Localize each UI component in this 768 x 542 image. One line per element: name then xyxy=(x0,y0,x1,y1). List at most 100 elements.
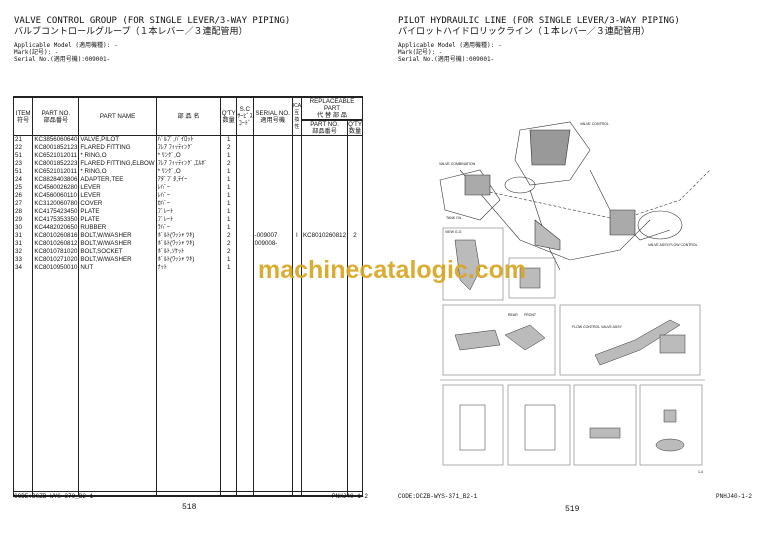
part-name-cell: BOLT,W/WASHER xyxy=(78,240,157,248)
serial-cell xyxy=(252,144,293,152)
repl-qty-cell xyxy=(347,224,363,232)
serial-cell xyxy=(252,135,293,144)
left-code: CODE:DCZB-WYS-370_B2-1 xyxy=(14,493,94,500)
item-cell: 25 xyxy=(12,184,34,192)
item-cell: 31 xyxy=(12,232,34,240)
item-cell: 23 xyxy=(12,160,34,168)
part-name-cell: * RING,O xyxy=(78,168,157,176)
item-cell: 24 xyxy=(12,176,34,184)
repl-qty-cell xyxy=(347,200,363,208)
repl-qty-cell xyxy=(347,144,363,152)
repl-qty-cell xyxy=(347,160,363,168)
repl-qty-cell xyxy=(347,168,363,176)
table-filler xyxy=(12,272,363,496)
qty-cell: 1 xyxy=(220,168,238,176)
header-part-no: PART NO.部品番号 xyxy=(32,96,80,136)
name-jp-cell: * ﾘﾝｸﾞ,O xyxy=(155,152,222,160)
right-mark: Mark(記号): - xyxy=(398,49,443,56)
repl-part-cell xyxy=(301,176,349,184)
sc-cell xyxy=(236,135,254,144)
part-name-cell: FLARED FITTING xyxy=(78,144,157,152)
serial-cell: -009007 xyxy=(252,232,293,240)
empty-cell xyxy=(301,272,349,496)
part-name-cell: NUT xyxy=(78,264,157,272)
empty-cell xyxy=(291,272,303,496)
left-mark: Mark(記号): - xyxy=(14,49,59,56)
item-cell: 27 xyxy=(12,200,34,208)
ica-cell xyxy=(291,216,303,224)
part-name-cell: LEVER xyxy=(78,184,157,192)
left-title-en: VALVE CONTROL GROUP (FOR SINGLE LEVER/3-… xyxy=(14,16,291,26)
name-jp-cell: ﾅｯﾄ xyxy=(155,264,222,272)
ica-cell: I xyxy=(291,232,303,240)
part-no-cell: KC3120060780 xyxy=(32,200,80,208)
item-cell: 26 xyxy=(12,192,34,200)
part-name-cell: BOLT,W/WASHER xyxy=(78,232,157,240)
serial-cell xyxy=(252,224,293,232)
label-view-g: VIEW G-G xyxy=(445,230,462,234)
ica-cell xyxy=(291,176,303,184)
part-no-cell: KC4175423450 xyxy=(32,208,80,216)
repl-qty-cell: 2 xyxy=(347,232,363,240)
qty-cell: 1 xyxy=(220,216,238,224)
right-serial: Serial No.(適用号機):009001- xyxy=(398,56,495,63)
item-cell: 33 xyxy=(12,256,34,264)
part-no-cell: KC4560060110 xyxy=(32,192,80,200)
empty-cell xyxy=(78,272,157,496)
qty-cell: 1 xyxy=(220,256,238,264)
hydraulic-diagram: VALVE CONTROL VALVE COMBINATION TANK OIL… xyxy=(420,110,720,480)
ica-cell xyxy=(291,168,303,176)
serial-cell xyxy=(252,184,293,192)
repl-part-cell xyxy=(301,168,349,176)
right-doc-ref: PNHJ40-1-2 xyxy=(716,493,753,500)
repl-qty-cell xyxy=(347,216,363,224)
serial-cell xyxy=(252,192,293,200)
name-jp-cell: * ﾘﾝｸﾞ,O xyxy=(155,168,222,176)
part-no-cell: KC8001852123 xyxy=(32,144,80,152)
serial-cell xyxy=(252,248,293,256)
watermark: machinecatalogic.com xyxy=(258,256,527,284)
label-figure-number: 1-4 xyxy=(698,470,704,474)
header-repl-part: PART NO.部品番号 xyxy=(301,119,349,136)
item-cell: 28 xyxy=(12,208,34,216)
serial-cell xyxy=(252,208,293,216)
part-name-cell: PLATE xyxy=(78,216,157,224)
repl-part-cell xyxy=(301,184,349,192)
ica-cell xyxy=(291,264,303,272)
sc-cell xyxy=(236,224,254,232)
repl-qty-cell xyxy=(347,135,363,144)
part-no-cell: KC4560026280 xyxy=(32,184,80,192)
repl-part-cell xyxy=(301,248,349,256)
qty-cell: 1 xyxy=(220,184,238,192)
ica-cell xyxy=(291,135,303,144)
right-title-en: PILOT HYDRAULIC LINE (FOR SINGLE LEVER/3… xyxy=(398,16,680,26)
repl-part-cell xyxy=(301,200,349,208)
item-cell: 34 xyxy=(12,264,34,272)
serial-cell xyxy=(252,160,293,168)
sc-cell xyxy=(236,248,254,256)
sc-cell xyxy=(236,176,254,184)
empty-cell xyxy=(347,272,363,496)
repl-part-cell xyxy=(301,224,349,232)
repl-qty-cell xyxy=(347,192,363,200)
label-flow-valve: FLOW CONTROL VALVE ASSY xyxy=(572,325,622,329)
repl-part-cell xyxy=(301,240,349,248)
sc-cell xyxy=(236,256,254,264)
ica-cell xyxy=(291,144,303,152)
part-name-cell: LEVER xyxy=(78,192,157,200)
repl-part-cell xyxy=(301,160,349,168)
